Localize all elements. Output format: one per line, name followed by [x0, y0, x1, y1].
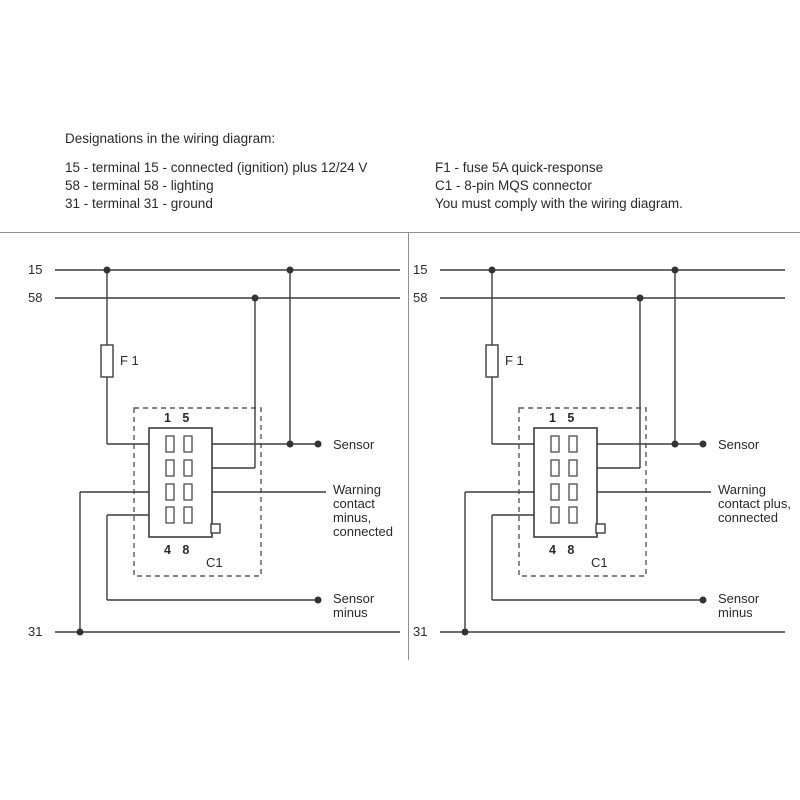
legend-item-terminal-58: 58 - terminal 58 - lighting [65, 178, 214, 193]
pin-numbers-top: 1 5 [164, 411, 190, 425]
fuse-body [100, 344, 114, 378]
legend-item-terminal-31: 31 - terminal 31 - ground [65, 196, 213, 211]
connector-pins [550, 435, 578, 524]
terminal-58-label: 58 [413, 290, 428, 305]
warning-contact-label: Warning contact minus, connected [333, 482, 393, 539]
fuse-body [485, 344, 499, 378]
junction-dots [76, 266, 322, 636]
terminal-31-label: 31 [28, 624, 43, 639]
terminal-15-label: 15 [413, 262, 428, 277]
sensor-label: Sensor [718, 437, 760, 452]
terminal-31-label: 31 [413, 624, 428, 639]
junction-dots [461, 266, 707, 636]
connector-label: C1 [206, 555, 223, 570]
connector-latch [595, 523, 606, 534]
legend-item-connector: C1 - 8-pin MQS connector [435, 178, 592, 193]
wiring-lines [55, 266, 400, 636]
connector-pins [165, 435, 193, 524]
pin-numbers-bottom: 4 8 [549, 543, 575, 557]
fuse-label: F 1 [505, 353, 524, 368]
fuse-label: F 1 [120, 353, 139, 368]
connector-label: C1 [591, 555, 608, 570]
sensor-minus-label: Sensor minus [333, 591, 375, 620]
legend-note-comply: You must comply with the wiring diagram. [435, 196, 683, 211]
terminal-58-label: 58 [28, 290, 43, 305]
vertical-divider [408, 232, 409, 660]
legend-title: Designations in the wiring diagram: [65, 131, 276, 146]
terminal-15-label: 15 [28, 262, 43, 277]
connector-body [148, 427, 213, 538]
wiring-diagram-left: 15 58 31 F 1 1 5 4 8 C1 Sensor Warning c… [0, 240, 408, 670]
connector-body [533, 427, 598, 538]
wiring-lines [440, 266, 785, 636]
pin-numbers-bottom: 4 8 [164, 543, 190, 557]
sensor-label: Sensor [333, 437, 375, 452]
pin-numbers-top: 1 5 [549, 411, 575, 425]
wiring-diagram-right: 15 58 31 F 1 1 5 4 8 C1 Sensor Warning c… [385, 240, 793, 670]
horizontal-divider [0, 232, 800, 233]
legend-item-fuse: F1 - fuse 5A quick-response [435, 160, 604, 175]
legend-item-terminal-15: 15 - terminal 15 - connected (ignition) … [65, 160, 368, 175]
warning-contact-label: Warning contact plus, connected [718, 482, 791, 525]
sensor-minus-label: Sensor minus [718, 591, 760, 620]
connector-latch [210, 523, 221, 534]
